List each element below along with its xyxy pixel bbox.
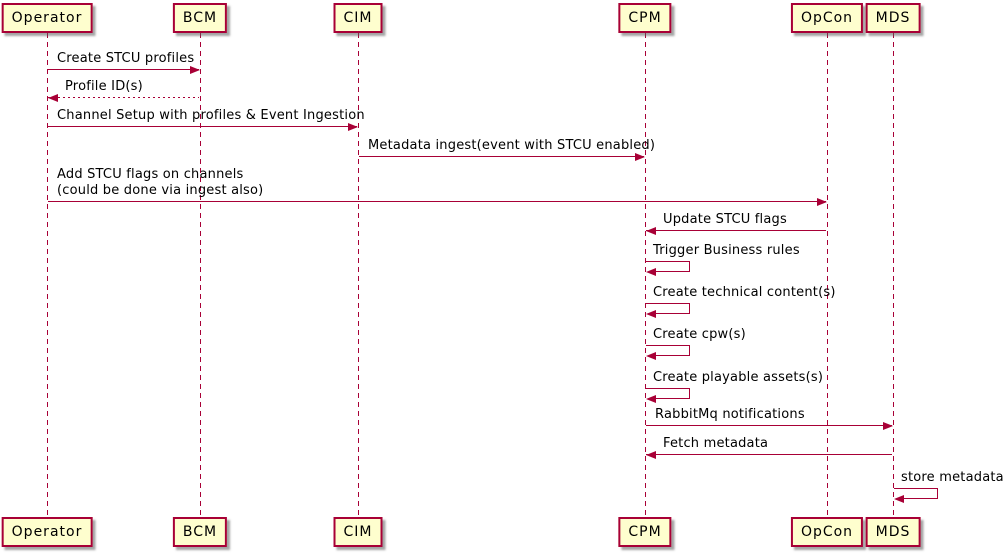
self-line-top xyxy=(646,345,690,347)
participant-label: CIM xyxy=(343,10,373,26)
participant-mds-top: MDS xyxy=(865,3,921,33)
message-label-line: (could be done via ingest also) xyxy=(57,183,264,198)
participant-label: OpCon xyxy=(800,10,854,26)
participant-bcm-top: BCM xyxy=(172,3,228,33)
self-line-bottom xyxy=(902,498,938,500)
participant-label: Operator xyxy=(11,524,83,540)
self-line-bottom xyxy=(654,271,690,273)
participant-cpm-bottom: CPM xyxy=(618,517,672,547)
message-line xyxy=(646,230,826,232)
message-label: RabbitMq notifications xyxy=(655,407,805,423)
participant-label: CPM xyxy=(628,524,662,540)
arrowhead-right-icon xyxy=(190,65,200,74)
message-label-line: Trigger Business rules xyxy=(653,243,800,258)
lifeline-opcon xyxy=(826,33,828,517)
arrowhead-right-icon xyxy=(817,197,827,206)
self-line-top xyxy=(646,303,690,305)
message-label-line: RabbitMq notifications xyxy=(655,407,805,422)
participant-label: BCM xyxy=(182,524,218,540)
message-label: Add STCU flags on channels(could be done… xyxy=(57,167,263,199)
message-label: Profile ID(s) xyxy=(65,79,143,95)
message-line xyxy=(359,156,644,158)
self-line-right xyxy=(937,488,939,500)
message-label-line: Create STCU profiles xyxy=(57,51,195,66)
message-label-line: Channel Setup with profiles & Event Inge… xyxy=(57,108,365,123)
participant-opcon-top: OpCon xyxy=(790,3,864,33)
message-label-line: Add STCU flags on channels xyxy=(57,167,244,182)
arrowhead-left-icon xyxy=(48,93,58,102)
self-line-top xyxy=(646,388,690,390)
message-label-line: Profile ID(s) xyxy=(65,79,143,94)
message-line xyxy=(48,97,199,99)
message-label: Metadata ingest(event with STCU enabled) xyxy=(368,138,655,154)
participant-label: Operator xyxy=(11,10,83,26)
participant-operator-bottom: Operator xyxy=(1,517,93,547)
message-label: Update STCU flags xyxy=(663,212,787,228)
arrowhead-right-icon xyxy=(635,152,645,161)
message-label-line: Create playable assets(s) xyxy=(653,370,824,385)
participant-bcm-bottom: BCM xyxy=(172,517,228,547)
arrowhead-left-icon xyxy=(646,267,656,276)
self-line-right xyxy=(689,345,691,357)
message-label: Create STCU profiles xyxy=(57,51,194,67)
message-label: Fetch metadata xyxy=(663,436,768,452)
participant-mds-bottom: MDS xyxy=(865,517,921,547)
participant-cim-bottom: CIM xyxy=(333,517,383,547)
participant-cpm-top: CPM xyxy=(618,3,672,33)
participant-label: MDS xyxy=(875,524,911,540)
self-line-top xyxy=(646,261,690,263)
lifeline-cim xyxy=(357,33,359,517)
arrowhead-left-icon xyxy=(646,394,656,403)
message-label: Create cpw(s) xyxy=(653,327,746,343)
lifeline-cpm xyxy=(644,33,646,517)
self-line-right xyxy=(689,261,691,273)
lifeline-operator xyxy=(46,33,48,517)
participant-label: BCM xyxy=(182,10,218,26)
self-line-bottom xyxy=(654,313,690,315)
message-label-line: Create cpw(s) xyxy=(653,327,746,342)
message-label-line: store metadata xyxy=(901,470,1004,485)
message-line xyxy=(48,126,357,128)
message-line xyxy=(646,425,892,427)
message-label: Trigger Business rules xyxy=(653,243,800,259)
message-label-line: Metadata ingest(event with STCU enabled) xyxy=(368,138,656,153)
participant-label: OpCon xyxy=(800,524,854,540)
self-line-top xyxy=(894,488,938,490)
self-line-bottom xyxy=(654,355,690,357)
message-label-line: Fetch metadata xyxy=(663,436,769,451)
participant-opcon-bottom: OpCon xyxy=(790,517,864,547)
self-line-right xyxy=(689,303,691,315)
arrowhead-right-icon xyxy=(348,122,358,131)
message-label: Create technical content(s) xyxy=(653,285,836,301)
participant-cim-top: CIM xyxy=(333,3,383,33)
message-label: Create playable assets(s) xyxy=(653,370,823,386)
arrowhead-left-icon xyxy=(894,494,904,503)
message-line xyxy=(48,69,199,71)
message-line xyxy=(646,454,892,456)
participant-label: CIM xyxy=(343,524,373,540)
lifeline-bcm xyxy=(199,33,201,517)
arrowhead-left-icon xyxy=(646,351,656,360)
self-line-bottom xyxy=(654,398,690,400)
message-line xyxy=(48,201,826,203)
lifeline-mds xyxy=(892,33,894,517)
arrowhead-left-icon xyxy=(646,450,656,459)
message-label: Channel Setup with profiles & Event Inge… xyxy=(57,108,365,124)
participant-label: MDS xyxy=(875,10,911,26)
message-label: store metadata xyxy=(901,470,1004,486)
participant-operator-top: Operator xyxy=(1,3,93,33)
self-line-right xyxy=(689,388,691,400)
arrowhead-left-icon xyxy=(646,226,656,235)
message-label-line: Update STCU flags xyxy=(663,212,787,227)
message-label-line: Create technical content(s) xyxy=(653,285,836,300)
arrowhead-left-icon xyxy=(646,309,656,318)
participant-label: CPM xyxy=(628,10,662,26)
arrowhead-right-icon xyxy=(883,421,893,430)
